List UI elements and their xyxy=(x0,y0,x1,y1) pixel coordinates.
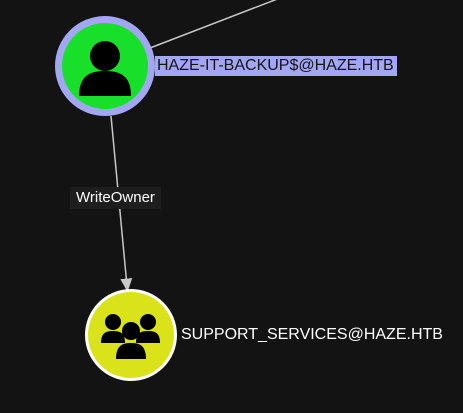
node-group[interactable] xyxy=(85,289,177,381)
group-icon xyxy=(101,314,160,359)
edge-offscreen[interactable] xyxy=(149,0,280,49)
node-user-label[interactable]: HAZE-IT-BACKUP$@HAZE.HTB xyxy=(155,56,397,76)
user-icon xyxy=(79,41,131,96)
edge-write-owner-label[interactable]: WriteOwner xyxy=(70,187,161,209)
node-group-label[interactable]: SUPPORT_SERVICES@HAZE.HTB xyxy=(181,326,443,343)
node-user[interactable] xyxy=(55,16,155,116)
